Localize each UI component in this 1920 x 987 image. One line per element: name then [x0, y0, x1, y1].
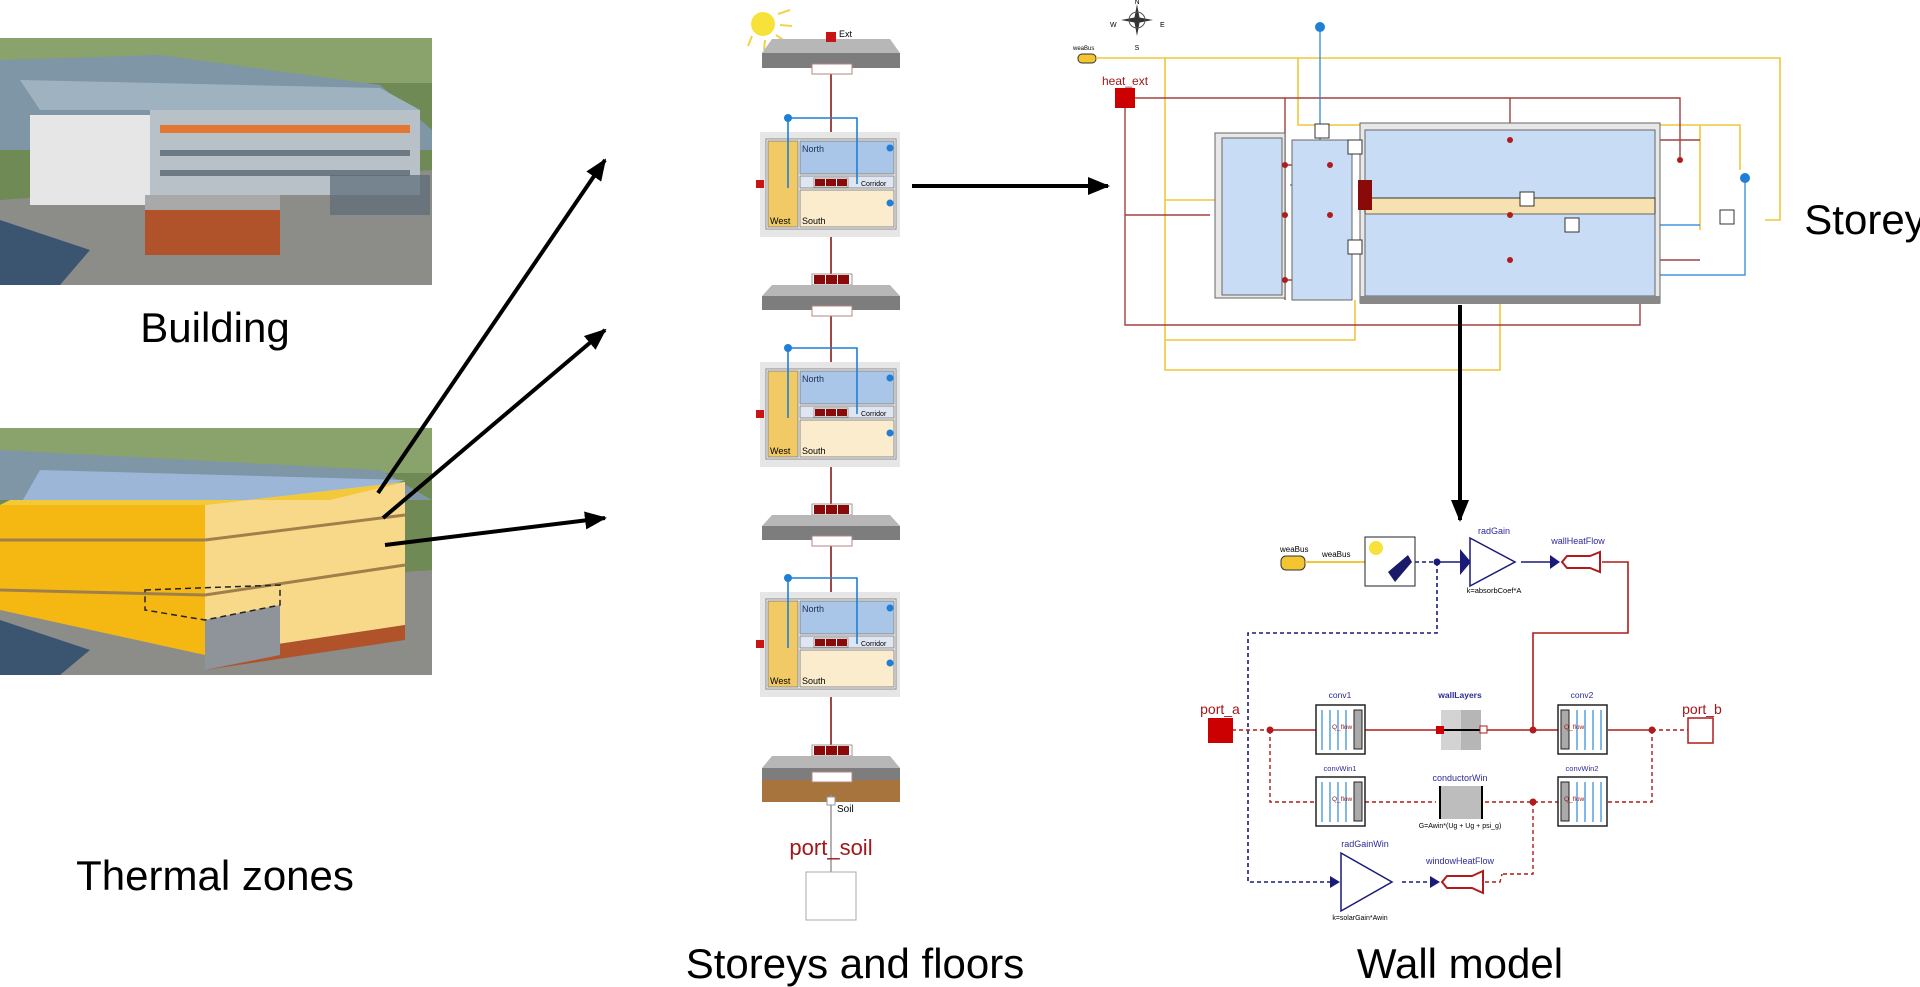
zone-south-label: South — [802, 676, 826, 686]
radgainwin-label: radGainWin — [1341, 839, 1389, 849]
svg-text:conv2: conv2 — [1571, 690, 1594, 700]
arrow-zone-to-storey-2 — [381, 328, 607, 520]
svg-text:E: E — [1160, 22, 1165, 29]
zone-south-label: South — [802, 216, 826, 226]
port-a — [1208, 718, 1233, 743]
zone-west-label: West — [770, 446, 791, 456]
windowheatflow-label: windowHeatFlow — [1425, 856, 1495, 866]
svg-text:W: W — [1110, 22, 1117, 29]
walllayers-block: wallLayers — [1436, 690, 1488, 750]
conductorwin-block: conductorWin G=Awin*(Ug + Ug + psi_g) — [1419, 773, 1502, 830]
radgain-gain-block — [1469, 536, 1517, 588]
windowheatflow-source — [1440, 869, 1484, 895]
storey-module: North Corridor West South — [756, 114, 900, 237]
weabus-connector-icon — [1077, 53, 1097, 64]
zone-north-label: North — [802, 144, 824, 154]
convwin2-block: convWin2 Q_flow — [1557, 764, 1608, 827]
port-a-label: port_a — [1200, 701, 1240, 717]
storey-diagram: N S E W weaBus heat_ext — [1072, 0, 1781, 371]
svg-text:Q_flow: Q_flow — [1564, 796, 1585, 803]
heat-ext-port — [1115, 88, 1135, 108]
radgain-param: k=absorbCoef*A — [1467, 586, 1522, 595]
radgain-label: radGain — [1478, 526, 1510, 536]
storeys-and-floors-label: Storeys and floors — [686, 940, 1025, 987]
svg-text:conductorWin: conductorWin — [1432, 773, 1487, 783]
port-soil-label: port_soil — [789, 835, 872, 860]
ground-slab — [762, 744, 900, 872]
weabus-label: weaBus — [1072, 46, 1094, 52]
heat-ext-label: heat_ext — [1102, 74, 1149, 88]
svg-text:wallLayers: wallLayers — [1437, 690, 1482, 700]
zone-corridor-label: Corridor — [861, 641, 887, 648]
svg-text:Q_flow: Q_flow — [1332, 796, 1353, 803]
radgainwin-gain-block — [1340, 851, 1394, 913]
storey-module: North Corridor West South — [756, 574, 900, 697]
storey-module: North Corridor West South — [756, 344, 900, 467]
svg-text:Q_flow: Q_flow — [1332, 724, 1353, 731]
svg-text:conv1: conv1 — [1329, 690, 1352, 700]
zone-corridor-label: Corridor — [861, 411, 887, 418]
wallheatflow-source — [1560, 550, 1601, 574]
svg-text:N: N — [1134, 0, 1139, 6]
zone-west-label: West — [770, 216, 791, 226]
zone-corridor-label: Corridor — [861, 181, 887, 188]
weabus-port-label: weaBus — [1279, 545, 1308, 554]
radgainwin-param: k=solarGain*Awin — [1332, 915, 1387, 922]
thermal-zones-label: Thermal zones — [76, 852, 354, 899]
arrow-zone-to-storey-1 — [376, 158, 607, 495]
weabus-line-label: weaBus — [1321, 550, 1350, 559]
weabus-connector-icon — [1280, 555, 1306, 571]
wall-model-diagram: weaBus weaBus radGain k=absorbCoef*A wal… — [1200, 526, 1722, 922]
zone-north-label: North — [802, 604, 824, 614]
soil-label: Soil — [837, 804, 854, 815]
floor-slab — [762, 503, 900, 547]
svg-text:Q_flow: Q_flow — [1564, 724, 1585, 731]
conv1-block: conv1 Q_flow — [1315, 690, 1366, 755]
ext-port — [826, 32, 836, 42]
wall-model-label: Wall model — [1357, 940, 1563, 987]
zone-north-label: North — [802, 374, 824, 384]
svg-text:S: S — [1135, 45, 1140, 52]
svg-text:G=Awin*(Ug + Ug + psi_g): G=Awin*(Ug + Ug + psi_g) — [1419, 823, 1502, 830]
ext-label: Ext — [839, 29, 853, 39]
svg-text:convWin2: convWin2 — [1566, 764, 1599, 773]
zone-west-label: West — [770, 676, 791, 686]
compass-icon: N S E W — [1110, 0, 1165, 52]
convwin1-block: convWin1 Q_flow — [1315, 764, 1366, 827]
storey-label: Storey — [1804, 196, 1920, 243]
zone-south-label: South — [802, 446, 826, 456]
arrow-zone-to-storey-3 — [384, 511, 607, 547]
thermal-zones-photo — [0, 428, 432, 675]
wallheatflow-label: wallHeatFlow — [1550, 536, 1605, 546]
svg-text:convWin1: convWin1 — [1324, 764, 1357, 773]
building-photo — [0, 38, 432, 285]
floor-slab — [762, 273, 900, 317]
port-soil — [805, 871, 857, 921]
port-b — [1687, 717, 1714, 744]
building-label: Building — [140, 304, 289, 351]
storeys-column: Ext North Corridor West South — [747, 9, 900, 921]
port-b-label: port_b — [1682, 701, 1722, 717]
conv2-block: conv2 Q_flow — [1557, 690, 1608, 755]
